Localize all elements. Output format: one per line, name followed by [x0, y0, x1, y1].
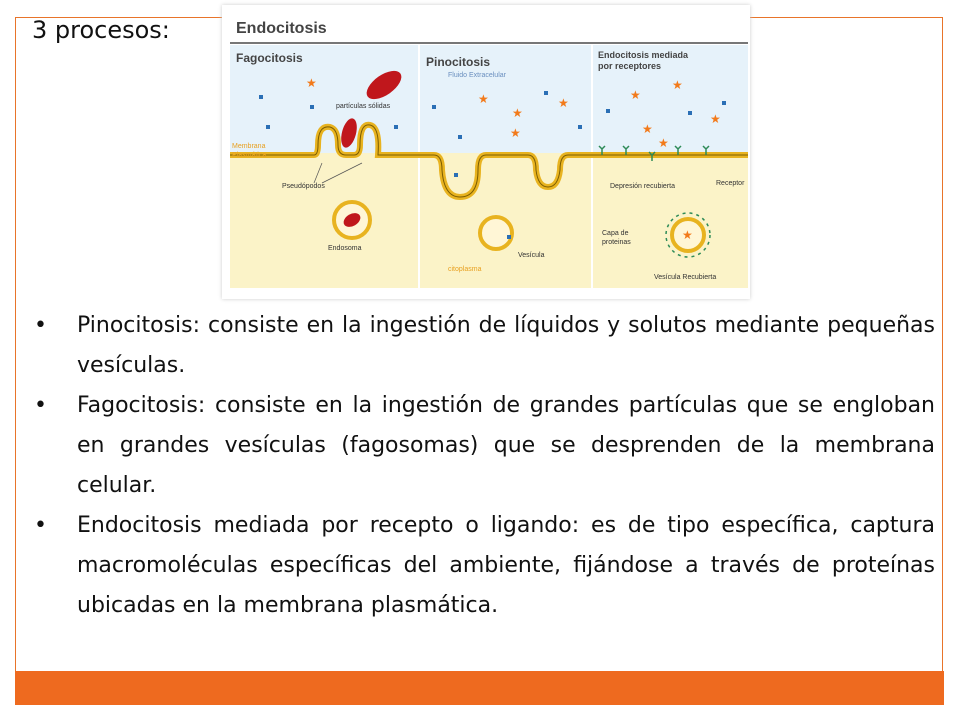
- label-receptor: Receptor: [716, 180, 745, 187]
- label-membrana-2: Plasmática: [232, 152, 266, 159]
- bullet-list: • Pinocitosis: consiste en la ingestión …: [32, 306, 935, 626]
- section-fagocitosis: Fagocitosis: [236, 51, 303, 65]
- receptors: [598, 145, 710, 161]
- label-depresion: Depresión recubierta: [610, 183, 675, 190]
- bullet-text: Endocitosis mediada por recepto o ligand…: [77, 513, 935, 618]
- label-vesicula-recubierta: Vesícula Recubierta: [654, 274, 716, 281]
- bullet-text: Fagocitosis: consiste en la ingestión de…: [77, 393, 935, 498]
- figure-title: Endocitosis: [236, 20, 327, 37]
- svg-text:★: ★: [672, 78, 683, 92]
- svg-text:★: ★: [658, 136, 669, 150]
- label-particulas: partículas sólidas: [336, 103, 391, 110]
- footer-bar: [15, 671, 944, 705]
- svg-text:★: ★: [710, 112, 721, 126]
- label-pseudopodos: Pseudópodos: [282, 183, 325, 190]
- coated-vesicle: [670, 217, 706, 253]
- label-capa-2: proteinas: [602, 239, 631, 246]
- bullet-dot: •: [34, 393, 47, 418]
- bullet-item-fagocitosis: • Fagocitosis: consiste en la ingestión …: [32, 386, 935, 506]
- bullet-text: Pinocitosis: consiste en la ingestión de…: [77, 313, 935, 378]
- label-membrana-1: Membrana: [232, 143, 266, 150]
- slide-heading: 3 procesos:: [32, 16, 170, 44]
- bullet-dot: •: [34, 513, 47, 538]
- bullet-item-pinocitosis: • Pinocitosis: consiste en la ingestión …: [32, 306, 935, 386]
- bullet-dot: •: [34, 313, 47, 338]
- svg-text:★: ★: [642, 122, 653, 136]
- label-citoplasma: citoplasma: [448, 266, 482, 273]
- label-fluido: Fluido Extracelular: [448, 72, 507, 79]
- svg-text:★: ★: [306, 76, 317, 90]
- svg-text:★: ★: [682, 228, 693, 242]
- svg-text:★: ★: [512, 106, 523, 120]
- section-receptores-2: por receptores: [598, 61, 661, 71]
- svg-text:★: ★: [630, 88, 641, 102]
- section-pinocitosis: Pinocitosis: [426, 55, 490, 69]
- svg-text:★: ★: [510, 126, 521, 140]
- label-endosoma: Endosoma: [328, 245, 362, 252]
- endocytosis-figure: Endocitosis Fagocitosis Pinocitosis Endo…: [222, 5, 750, 299]
- engulfed-particle: [341, 118, 357, 148]
- section-receptores-1: Endocitosis mediada: [598, 50, 689, 60]
- figure-title-bar: [230, 13, 748, 41]
- svg-text:★: ★: [558, 96, 569, 110]
- solid-particle: [366, 70, 402, 100]
- solute-dots: [259, 91, 726, 177]
- svg-text:★: ★: [478, 92, 489, 106]
- solute-stars: ★ ★ ★ ★ ★ ★ ★ ★ ★ ★: [306, 76, 721, 150]
- bullet-item-endocitosis-receptor: • Endocitosis mediada por recepto o liga…: [32, 506, 935, 626]
- label-capa-1: Capa de: [602, 230, 629, 237]
- vesicle: [478, 215, 514, 251]
- label-vesicula: Vesícula: [518, 252, 545, 259]
